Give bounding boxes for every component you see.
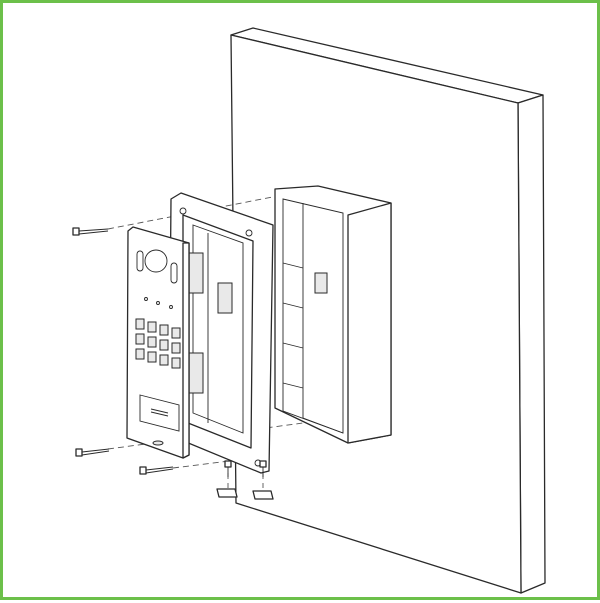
screw-small-1 bbox=[224, 460, 232, 477]
screws bbox=[72, 227, 267, 477]
screw-bottom bbox=[139, 466, 174, 475]
diagram-svg bbox=[72, 27, 546, 594]
back-box bbox=[274, 185, 392, 444]
keypad bbox=[135, 318, 181, 369]
screw-top bbox=[72, 227, 109, 236]
screw-bottom-left bbox=[75, 448, 110, 457]
clips bbox=[216, 488, 274, 500]
screw-small-2 bbox=[259, 460, 267, 477]
door-station-panel bbox=[126, 226, 190, 459]
